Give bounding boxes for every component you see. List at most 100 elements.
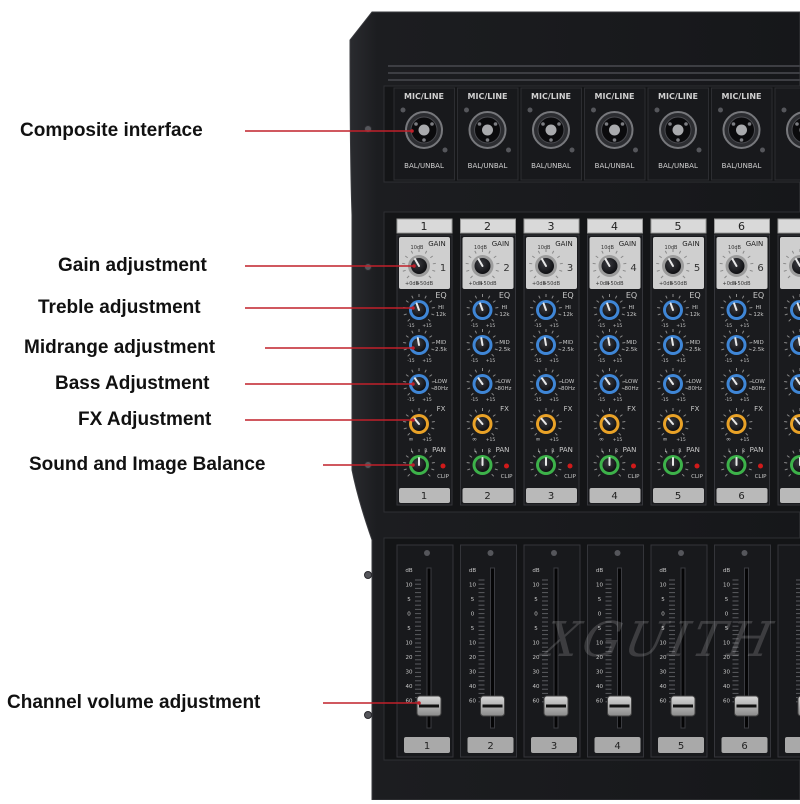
jack-bottom-label: BAL/UNBAL	[404, 162, 444, 170]
fader-column	[397, 545, 453, 757]
fader-screw	[615, 550, 621, 556]
gain-scale-right: +50dB	[733, 281, 751, 287]
xlr-pin	[557, 122, 561, 126]
knob-pointer	[735, 338, 736, 345]
eq-band-freq: 12k	[499, 312, 510, 318]
jack-bottom-label: BAL/UNBAL	[468, 162, 508, 170]
fader-scale-label: 30	[660, 670, 667, 676]
xlr-pin	[740, 138, 744, 142]
channel-number: 3	[548, 220, 555, 233]
eq-band-freq: 2.5k	[753, 347, 766, 353]
fader[interactable]	[544, 696, 568, 716]
jack-top-label: MIC/LINE	[468, 92, 508, 101]
gain-label: GAIN	[682, 240, 700, 248]
clip-label: CLIP	[564, 474, 577, 480]
xlr-pin	[668, 122, 672, 126]
jack-screw	[591, 108, 596, 113]
fader[interactable]	[481, 696, 505, 716]
fader[interactable]	[671, 696, 695, 716]
callout-gain-adjustment: Gain adjustment	[58, 255, 207, 277]
fader-screw	[551, 550, 557, 556]
fader[interactable]	[608, 696, 632, 716]
eq-label: EQ	[626, 291, 637, 300]
gain-scale-top: 10dB	[474, 245, 488, 251]
xlr-pin	[478, 122, 482, 126]
eq-band-freq: 2.5k	[562, 347, 575, 353]
fader-scale-label: 10	[660, 583, 667, 589]
eq-range-max: +15	[486, 397, 496, 403]
xlr-pin	[613, 138, 617, 142]
fader[interactable]	[417, 696, 441, 716]
eq-range-max: +15	[422, 397, 432, 403]
fader-scale-label: 30	[469, 670, 476, 676]
channel-number: 4	[611, 220, 618, 233]
jack-bottom-label: BAL/UNBAL	[595, 162, 635, 170]
fader-scale-label: 5	[661, 597, 665, 603]
fader-scale-label: 5	[407, 597, 411, 603]
clip-led	[441, 464, 446, 469]
eq-band-freq: 2.5k	[435, 347, 448, 353]
fader-column	[588, 545, 644, 757]
eq-band-freq: 80Hz	[624, 386, 638, 392]
xlr-pin	[430, 122, 434, 126]
fader-scale-label: 30	[533, 670, 540, 676]
fader-channel-number: 2	[487, 741, 493, 752]
fader-scale-label: 20	[469, 655, 476, 661]
clip-label: CLIP	[437, 474, 450, 480]
fader-scale-label: 10	[596, 583, 603, 589]
clip-label: CLIP	[691, 474, 704, 480]
xlr-pin	[795, 122, 799, 126]
fader-scale-label: dB	[659, 568, 666, 574]
eq-band-label: LOW	[435, 379, 448, 385]
eq-label: EQ	[499, 291, 510, 300]
fx-label: FX	[564, 405, 573, 413]
eq-range-min: -15	[725, 358, 732, 364]
eq-band-label: MID	[626, 340, 637, 346]
gain-channel-number: 6	[757, 263, 763, 274]
xlr-pin	[621, 122, 625, 126]
pan-range-right: R	[678, 448, 681, 454]
fader-scale-label: 20	[660, 655, 667, 661]
gain-channel-number: 3	[567, 263, 573, 274]
eq-range-max: +15	[740, 397, 750, 403]
xlr-jack-center	[736, 125, 747, 136]
fader-scale-label: 60	[723, 699, 730, 705]
fx-label: FX	[627, 405, 636, 413]
eq-range-min: -15	[598, 358, 605, 364]
eq-range-max: +15	[676, 323, 686, 329]
eq-range-max: +15	[740, 358, 750, 364]
gain-scale-top: 10dB	[601, 245, 615, 251]
fader-channel-number: 5	[678, 741, 684, 752]
fader-scale-label: 20	[596, 655, 603, 661]
gain-scale-right: +50dB	[606, 281, 624, 287]
fx-label: FX	[691, 405, 700, 413]
fader-scale-label: 5	[471, 626, 475, 632]
fader-screw	[678, 550, 684, 556]
fader-scale-label: 0	[725, 612, 729, 618]
jack-top-label: MIC/LINE	[595, 92, 635, 101]
channel-number: 1	[421, 220, 428, 233]
fx-range-max: +15	[486, 437, 496, 443]
fader-screw	[488, 550, 494, 556]
callout-composite-interface: Composite interface	[20, 120, 203, 142]
fader-scale-label: 30	[406, 670, 413, 676]
gain-channel-number: 1	[440, 263, 446, 274]
jack-screw	[528, 108, 533, 113]
strip-bottom-tab	[780, 488, 800, 503]
xlr-pin	[549, 138, 553, 142]
fader-scale-label: 60	[660, 699, 667, 705]
gain-label: GAIN	[492, 240, 510, 248]
eq-range-max: +15	[613, 358, 623, 364]
jack-bottom-label: BAL/UNBAL	[658, 162, 698, 170]
fader-scale-label: 0	[407, 612, 411, 618]
eq-range-min: -15	[725, 323, 732, 329]
eq-band-freq: 80Hz	[751, 386, 765, 392]
fader-screw	[424, 550, 430, 556]
fader[interactable]	[735, 696, 759, 716]
eq-range-min: -15	[598, 397, 605, 403]
fx-range-min: ∞	[536, 436, 541, 443]
pan-label: PAN	[623, 446, 637, 454]
clip-label: CLIP	[628, 474, 641, 480]
callout-bass-adjustment: Bass Adjustment	[55, 373, 210, 395]
clip-led	[504, 464, 509, 469]
